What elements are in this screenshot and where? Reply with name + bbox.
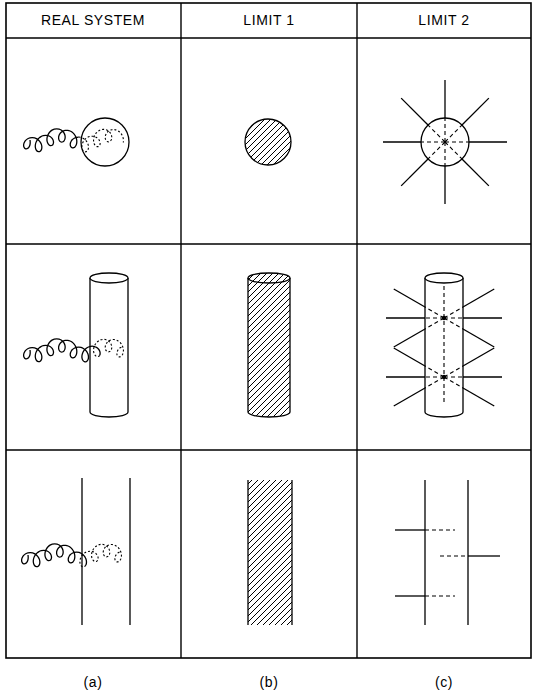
grafted-chain-hidden (425, 529, 455, 530)
grafted-chain (462, 159, 489, 186)
table-frame (6, 3, 531, 658)
sphere (421, 118, 469, 166)
plate-wall (247, 480, 248, 625)
grafted-chain (395, 595, 425, 596)
grafted-chain (394, 329, 425, 347)
graft-point (442, 316, 446, 320)
grafted-chain-hidden (444, 366, 463, 377)
grafted-chain-hidden (428, 142, 445, 159)
grafted-chain (468, 555, 500, 556)
panel-label: (b) (260, 674, 279, 690)
grafted-chain-hidden (444, 118, 445, 142)
polymer-chain (22, 544, 87, 567)
plate-wall (424, 480, 425, 625)
cylinder-top (425, 273, 463, 283)
grafted-chain (394, 388, 425, 406)
grafted-chain-hidden (425, 307, 444, 318)
polymer-chain-hidden (79, 129, 124, 151)
grafted-chain (463, 388, 494, 406)
polymer-chain-hidden (94, 339, 124, 357)
grafted-chain-hidden (428, 125, 445, 142)
row-rule (6, 37, 531, 38)
grafted-chain (394, 289, 425, 307)
grafted-chain-hidden (444, 377, 463, 388)
sphere (81, 118, 129, 166)
column-header: REAL SYSTEM (41, 12, 145, 28)
grafted-chain-hidden (425, 317, 444, 318)
grafted-chain-hidden (444, 142, 445, 166)
grafted-chain (401, 98, 428, 125)
grafted-chain-hidden (444, 317, 463, 318)
grafted-chain-hidden (440, 555, 468, 556)
column-rule (180, 3, 181, 658)
grafted-chain (463, 317, 502, 318)
grafted-chain (395, 529, 425, 530)
polymer-chain-hidden (80, 544, 122, 566)
grafted-chain-hidden (444, 376, 463, 377)
grafted-chain (383, 141, 421, 142)
grafted-chain (401, 159, 428, 186)
grafted-chain-hidden (445, 141, 469, 142)
grafted-chain (386, 376, 425, 377)
grafted-chain-hidden (425, 318, 444, 329)
column-header: LIMIT 2 (418, 12, 469, 28)
grafted-chain-hidden (425, 377, 444, 388)
hatched-sphere (245, 119, 291, 165)
grafted-chain (463, 348, 494, 366)
plate-wall (81, 478, 82, 625)
grafted-chain-hidden (445, 125, 462, 142)
panel-label: (a) (84, 674, 103, 690)
column-rule (356, 3, 357, 658)
grafted-chain-hidden (425, 376, 444, 377)
grafted-chain-hidden (421, 141, 445, 142)
grafted-chain (463, 376, 502, 377)
grafted-chain-hidden (425, 366, 444, 377)
row-rule (6, 243, 531, 244)
plate-wall (291, 480, 292, 625)
graft-point (442, 375, 446, 379)
cylinder-top (248, 273, 290, 283)
cylinder-axis (443, 286, 444, 405)
plate-wall (467, 480, 468, 625)
cylinder-body (248, 278, 290, 417)
polymer-chain (24, 129, 79, 152)
grafted-chain (469, 141, 507, 142)
grafted-chain-hidden (445, 142, 462, 159)
cylinder-top (90, 273, 128, 283)
polymer-chain (24, 339, 100, 362)
column-header: LIMIT 1 (243, 12, 294, 28)
row-rule (6, 449, 531, 450)
grafted-chain-hidden (425, 595, 455, 596)
grafted-chain-hidden (444, 307, 463, 318)
grafted-chain (463, 329, 494, 347)
grafted-chain (463, 289, 494, 307)
cylinder-body (425, 278, 463, 417)
grafted-chain (462, 98, 489, 125)
drawing (6, 3, 531, 658)
grafted-chain (386, 317, 425, 318)
grafted-chain (444, 80, 445, 118)
grafted-chain-hidden (444, 318, 463, 329)
panel-label: (c) (435, 674, 453, 690)
hatched-slab (248, 480, 292, 625)
grafted-chain (444, 166, 445, 204)
plate-wall (129, 478, 130, 625)
grafted-chain (394, 348, 425, 366)
